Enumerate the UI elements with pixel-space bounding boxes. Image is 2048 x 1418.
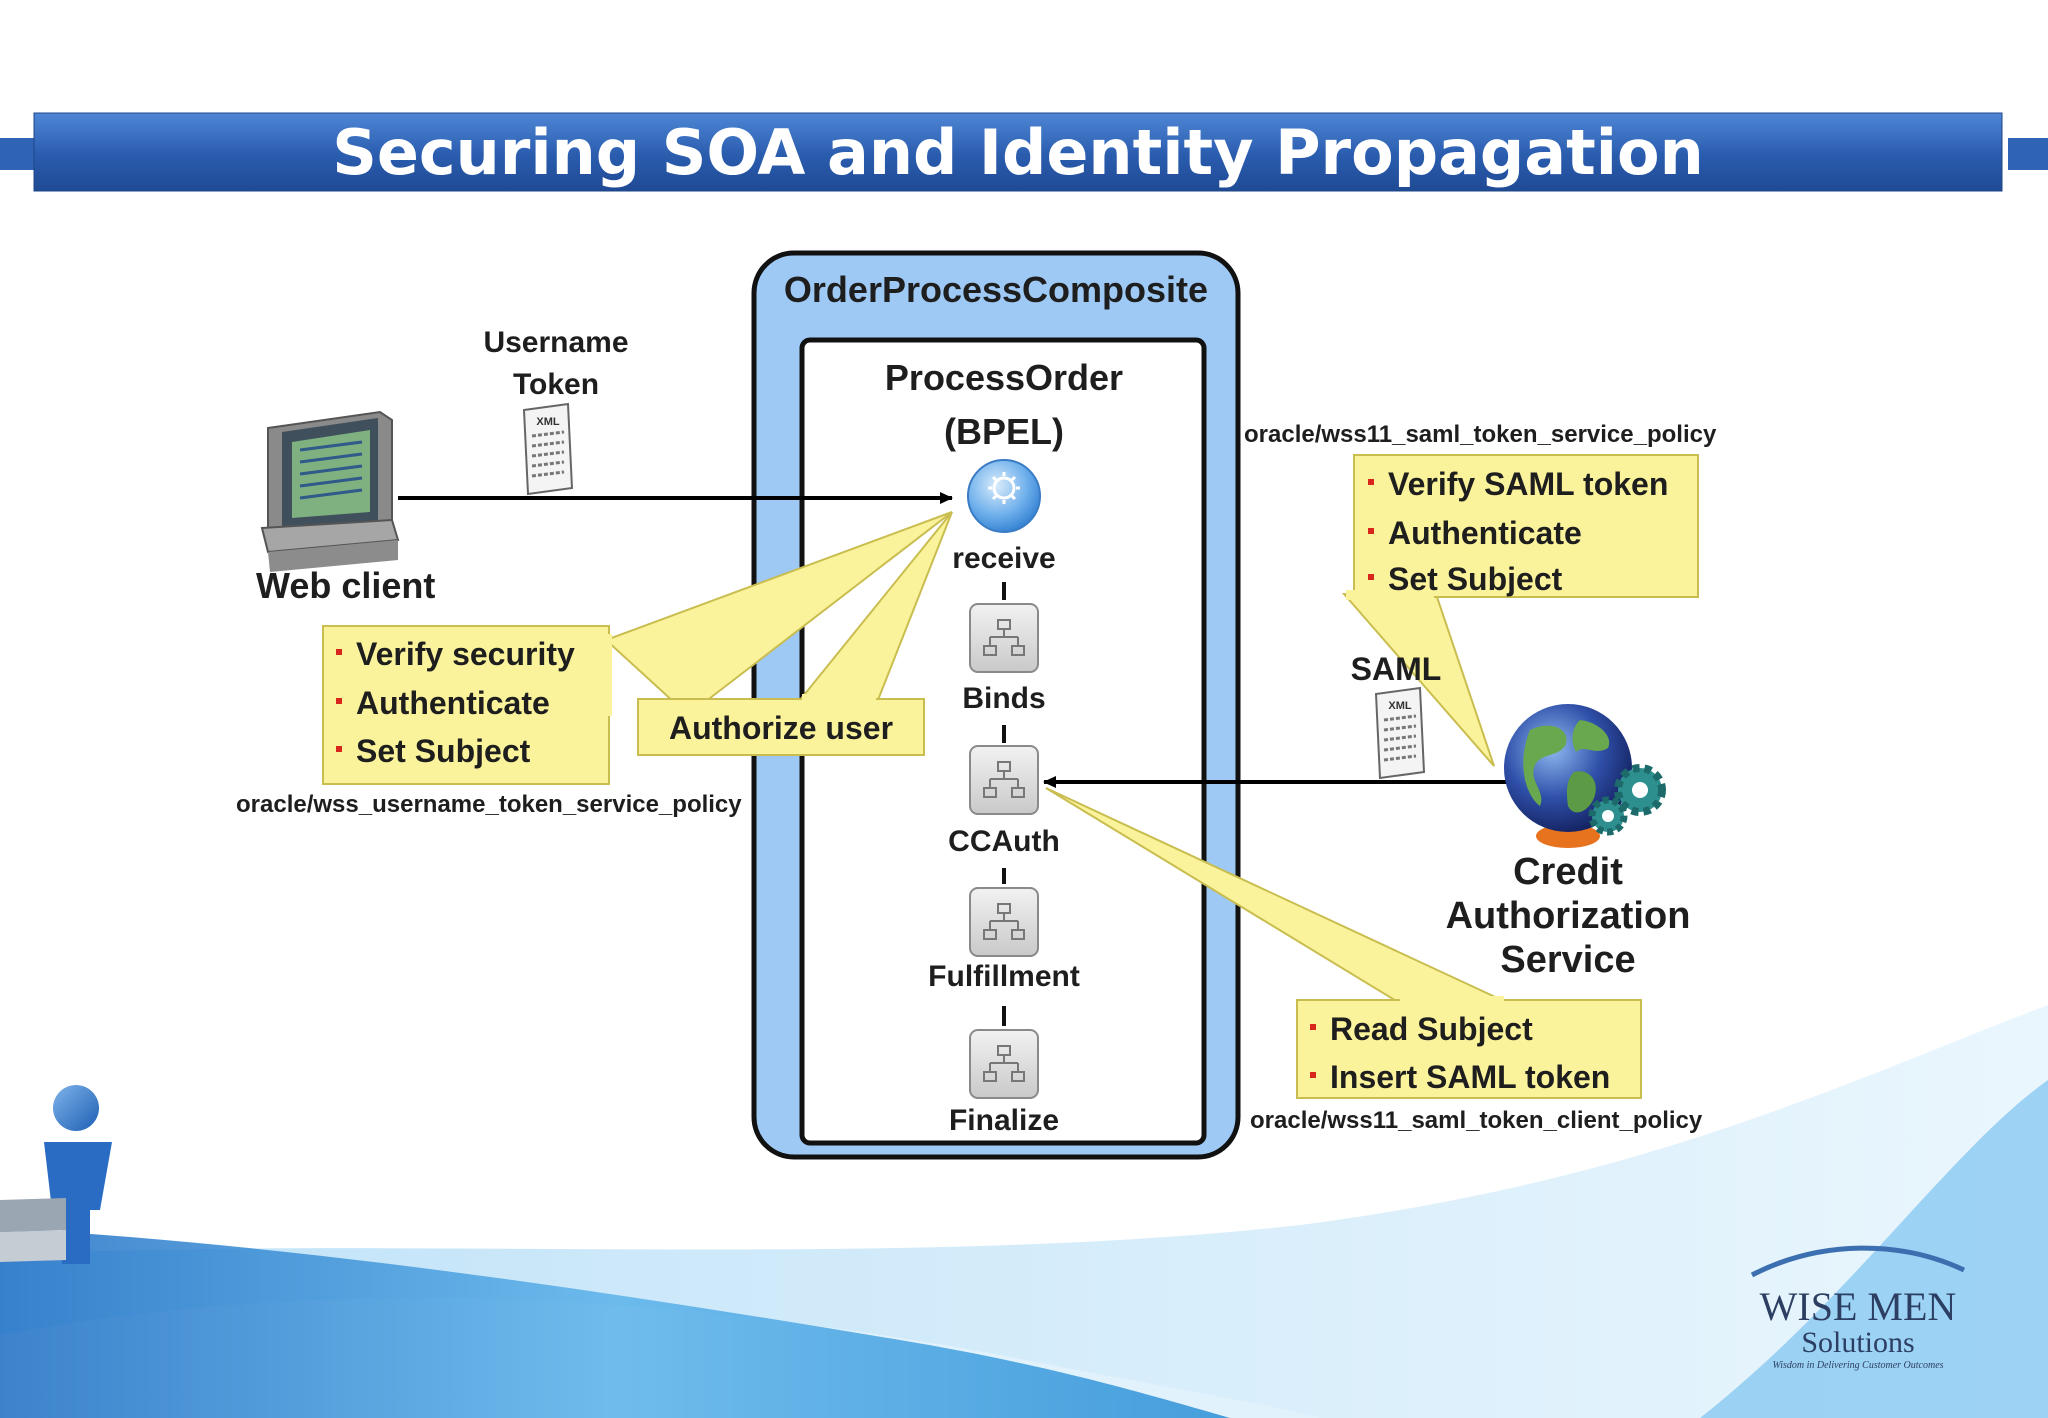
- bullet: [336, 649, 342, 655]
- callout-item: Set Subject: [1388, 561, 1563, 597]
- bullet: [1310, 1024, 1316, 1030]
- step-label: receive: [952, 542, 1055, 575]
- credit-service-label-1: Credit: [1513, 851, 1623, 893]
- bullet: [1368, 479, 1374, 485]
- step-label: Fulfillment: [928, 960, 1080, 993]
- computer-icon: [260, 410, 400, 572]
- flowchart-icon: [983, 1045, 1025, 1082]
- credit-service: Credit Authorization Service: [1446, 704, 1691, 981]
- gear-icon: [967, 459, 1041, 533]
- saml-token: SAML XML: [1351, 651, 1442, 780]
- step-label: CCAuth: [948, 825, 1060, 858]
- callout-verify-saml: Verify SAML token Authenticate Set Subje…: [1341, 454, 1699, 767]
- svg-text:XML: XML: [1388, 700, 1412, 712]
- flowchart-icon: [983, 903, 1025, 940]
- bottom-wave: [0, 1005, 2048, 1418]
- step-label: Finalize: [949, 1104, 1059, 1137]
- xml-document-icon: XML: [522, 402, 574, 496]
- bullet: [1310, 1072, 1316, 1078]
- presenter-icon: [0, 1085, 112, 1264]
- logo-name: WISE MEN: [1760, 1284, 1957, 1329]
- saml-client-policy: oracle/wss11_saml_token_client_policy: [1250, 1107, 1703, 1134]
- bullet: [336, 698, 342, 704]
- callout-verify-security: Verify security Authenticate Set Subject: [322, 511, 953, 785]
- process-title: ProcessOrder: [885, 357, 1123, 398]
- callout-item: Authenticate: [356, 685, 550, 721]
- credit-service-label-2: Authorization: [1446, 895, 1691, 937]
- globe-icon: [1504, 704, 1632, 848]
- username-token-label-1: Username: [483, 326, 628, 359]
- callout-item: Verify SAML token: [1388, 466, 1668, 502]
- callout-item: Authenticate: [1388, 515, 1582, 551]
- process-subtitle: (BPEL): [944, 411, 1064, 452]
- web-client-label: Web client: [256, 565, 435, 606]
- callout-authorize-user: Authorize user: [637, 511, 953, 756]
- username-token-label-2: Token: [513, 368, 599, 401]
- logo-tagline: Wisdom in Delivering Customer Outcomes: [1772, 1360, 1943, 1371]
- slide-title: Securing SOA and Identity Propagation: [332, 116, 1704, 189]
- saml-label: SAML: [1351, 651, 1442, 687]
- callout-item: Insert SAML token: [1330, 1059, 1610, 1095]
- step-fulfillment: Fulfillment: [928, 887, 1080, 993]
- authorize-user-label: Authorize user: [669, 710, 893, 746]
- web-client: Web client Username Token XML: [256, 326, 629, 606]
- wise-men-logo: WISE MEN Solutions Wisdom in Delivering …: [1750, 1245, 1966, 1371]
- title-bar: Securing SOA and Identity Propagation: [0, 112, 2048, 192]
- bullet: [1368, 574, 1374, 580]
- saml-service-policy: oracle/wss11_saml_token_service_policy: [1244, 421, 1717, 448]
- credit-service-label-3: Service: [1500, 939, 1635, 981]
- callout-read-subject: Read Subject Insert SAML token: [1045, 787, 1642, 1099]
- gear-icon: [1588, 764, 1666, 836]
- callout-item: Read Subject: [1330, 1011, 1533, 1047]
- callout-item: Verify security: [356, 636, 575, 672]
- username-token-policy: oracle/wss_username_token_service_policy: [236, 791, 742, 818]
- step-binds: Binds: [962, 603, 1046, 715]
- step-label: Binds: [962, 682, 1045, 715]
- bullet: [336, 746, 342, 752]
- flowchart-icon: [983, 761, 1025, 798]
- step-receive: receive: [952, 459, 1056, 575]
- step-finalize: Finalize: [949, 1029, 1059, 1137]
- logo-sub: Solutions: [1801, 1326, 1914, 1359]
- bullet: [1368, 528, 1374, 534]
- process-steps: receive Binds CCAuth: [928, 459, 1080, 1137]
- svg-text:XML: XML: [536, 416, 560, 428]
- callout-item: Set Subject: [356, 733, 531, 769]
- xml-document-icon: XML: [1374, 686, 1426, 780]
- composite-label: OrderProcessComposite: [784, 269, 1208, 310]
- step-ccauth: CCAuth: [948, 745, 1060, 858]
- flowchart-icon: [983, 619, 1025, 656]
